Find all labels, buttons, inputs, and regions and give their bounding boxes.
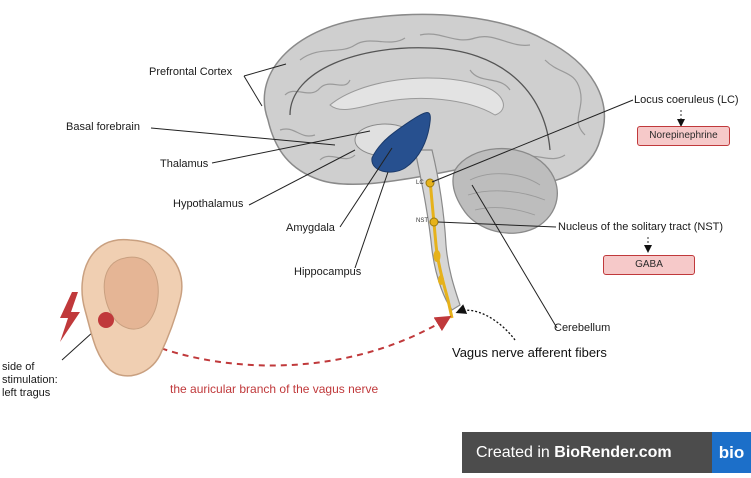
- label-auricular-branch: the auricular branch of the vagus nerve: [170, 382, 379, 396]
- label-amygdala: Amygdala: [286, 222, 335, 234]
- stimulation-line-3: left tragus: [2, 387, 51, 399]
- label-cerebellum: Cerebellum: [554, 322, 611, 334]
- label-basal-forebrain: Basal forebrain: [66, 121, 140, 133]
- nst-node: [429, 217, 439, 227]
- brain-illustration: [263, 13, 606, 319]
- lc-node: [425, 178, 435, 188]
- tragus-stimulation-point: [98, 312, 114, 328]
- label-hypothalamus: Hypothalamus: [173, 198, 244, 210]
- label-stimulation-side: side of stimulation: left tragus: [2, 361, 58, 400]
- stimulation-line-2: stimulation:: [2, 374, 58, 386]
- afferent-arrow: [455, 304, 516, 341]
- corpus-callosum: [329, 77, 504, 116]
- stimulation-line-1: side of: [2, 361, 35, 373]
- badge-prefix: Created in: [476, 444, 555, 461]
- biorender-logo-icon: bio: [712, 432, 751, 473]
- ear-illustration: [81, 238, 183, 377]
- norepinephrine-box: Norepinephrine: [637, 126, 730, 146]
- label-vagus-afferent: Vagus nerve afferent fibers: [452, 345, 607, 360]
- label-thalamus: Thalamus: [160, 158, 209, 170]
- tag-nst: NST: [416, 218, 428, 224]
- leader-lines: [61, 63, 634, 361]
- label-hippocampus: Hippocampus: [294, 266, 362, 278]
- badge-text: Created in BioRender.com: [476, 432, 672, 473]
- badge-brand: BioRender.com: [554, 444, 672, 461]
- label-nst: Nucleus of the solitary tract (NST): [558, 221, 724, 233]
- biorender-badge[interactable]: Created in BioRender.com bio: [462, 432, 751, 473]
- tag-lc: LC: [416, 180, 424, 186]
- label-prefrontal-cortex: Prefrontal Cortex: [149, 66, 233, 78]
- gaba-box: GABA: [603, 255, 695, 275]
- label-locus-coeruleus: Locus coeruleus (LC): [634, 94, 739, 106]
- cortical-tract: [289, 47, 551, 151]
- hippocampus-structure: [371, 112, 431, 173]
- vagus-nerve-path: [428, 179, 454, 319]
- brainstem: [414, 149, 461, 311]
- lightning-bolt-icon: [60, 292, 80, 342]
